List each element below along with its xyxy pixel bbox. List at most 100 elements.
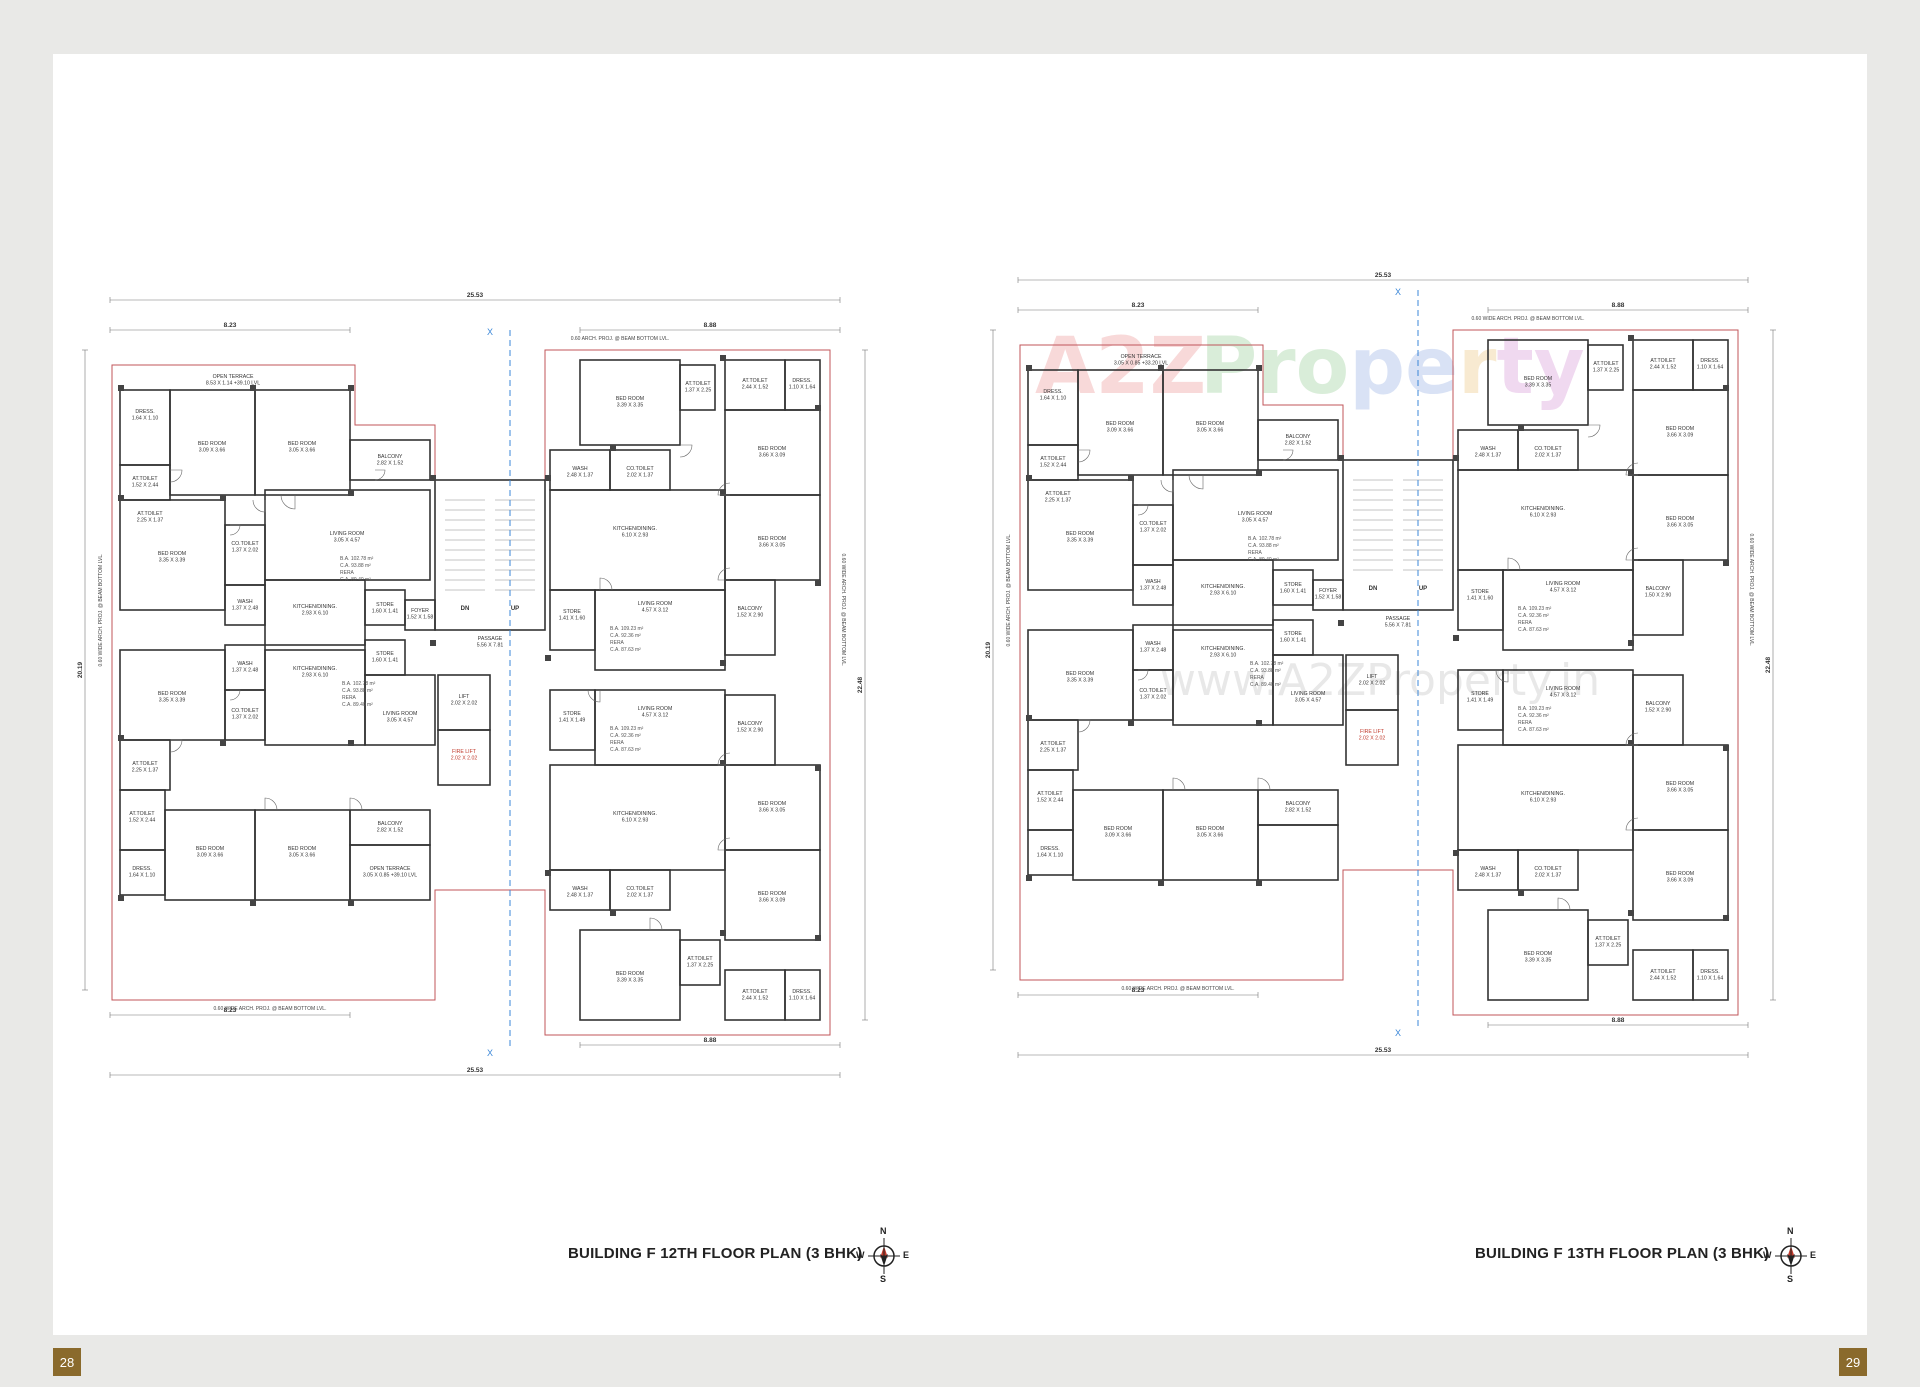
structural-column: [720, 490, 726, 496]
compass-e: E: [1810, 1250, 1817, 1260]
structural-column: [1256, 880, 1262, 886]
label-dress-ul: DRESS.1.64 X 1.10: [1040, 389, 1067, 402]
overall-bottom-dim: 25.53: [1375, 1047, 1392, 1054]
door-swing: [1282, 449, 1294, 461]
plan-title-13th: BUILDING F 13TH FLOOR PLAN (3 BHK): [1475, 1245, 1770, 1262]
compass-s: S: [1787, 1274, 1794, 1284]
label-kitchen-lr: KITCHEN/DINING.6.10 X 2.93: [613, 811, 657, 824]
structural-column: [1628, 335, 1634, 341]
compass-w: W: [1763, 1250, 1772, 1260]
page-number-left: 28: [53, 1348, 81, 1376]
door-swing: [1625, 547, 1639, 561]
door-swing: [1077, 449, 1091, 463]
label-dress-ll: DRESS.1.64 X 1.10: [129, 866, 156, 879]
door-swing: [229, 524, 241, 536]
room-cotoilet-lr: [609, 869, 671, 911]
structural-column: [815, 580, 821, 586]
structural-column: [1256, 365, 1262, 371]
stair-dn-label: DN: [461, 606, 470, 612]
door-swing: [1625, 732, 1639, 746]
structural-column: [610, 445, 616, 451]
right-side-dim: 22.48: [857, 676, 864, 693]
right-bottom-dim: 8.88: [1612, 1017, 1625, 1024]
structural-column: [1723, 915, 1729, 921]
structural-column: [610, 910, 616, 916]
door-swing: [1137, 669, 1149, 681]
room-cotoilet-lr: [1517, 849, 1579, 891]
door-swing: [264, 797, 278, 811]
left-side-dim: 20.19: [77, 661, 84, 678]
room-balcony-ur: [1632, 559, 1684, 636]
door-swing: [1625, 817, 1639, 831]
structural-column: [250, 385, 256, 391]
door-swing: [717, 752, 731, 766]
room-terrace-ll: [1257, 824, 1339, 881]
label-kitchen-ur: KITCHEN/DINING.6.10 X 2.93: [613, 526, 657, 539]
note-projection-left: 0.60 WIDE ARCH. PROJ. @ BEAM BOTTOM LVL.: [1006, 534, 1012, 647]
compass-rose-left: N S E W: [856, 1226, 910, 1284]
room-living-ul: [264, 489, 431, 581]
left-side-dim: 20.19: [985, 641, 992, 658]
structural-column: [118, 895, 124, 901]
note-projection-bottom: 0.60 WIDE ARCH. PROJ. @ BEAM BOTTOM LVL.: [214, 1006, 327, 1012]
note-projection-top: 0.60 ARCH. PROJ. @ BEAM BOTTOM LVL.: [571, 336, 670, 342]
room-kitchen-ur: [549, 489, 726, 591]
room-bedroom-lr-2: [1632, 829, 1729, 921]
room-cotoilet-ul: [224, 524, 266, 586]
right-top-dim: 8.88: [704, 322, 717, 329]
label-dress-ll: DRESS.1.64 X 1.10: [1037, 846, 1064, 859]
room-attoilet-lr: [1587, 919, 1629, 966]
axis-x-top: X: [1395, 287, 1401, 297]
compass-rose-right: N S E W: [1763, 1226, 1817, 1284]
structural-column: [1518, 890, 1524, 896]
note-projection-top: 0.60 WIDE ARCH. PROJ. @ BEAM BOTTOM LVL.: [1472, 316, 1585, 322]
structural-column: [430, 475, 436, 481]
left-bottom-dim: 8.23: [1132, 987, 1145, 994]
overall-bottom-dim: 25.53: [467, 1067, 484, 1074]
right-side-dim: 22.48: [1765, 656, 1772, 673]
door-swing: [1160, 479, 1174, 493]
note-projection-bottom: 0.60 WIDE ARCH. PROJ. @ BEAM BOTTOM LVL.: [1122, 986, 1235, 992]
axis-x-bottom: X: [487, 1048, 493, 1058]
door-swing: [1172, 777, 1186, 791]
room-dress-ul: [119, 389, 171, 466]
